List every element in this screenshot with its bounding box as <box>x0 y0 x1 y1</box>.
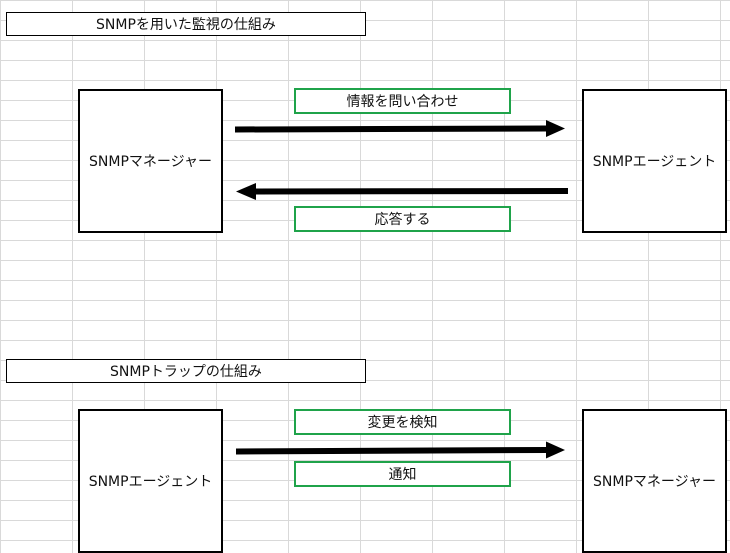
request-label: 情報を問い合わせ <box>294 88 511 114</box>
snmp-agent-node-2: SNMPエージェント <box>78 409 223 553</box>
snmp-agent-node: SNMPエージェント <box>582 89 727 233</box>
notify-arrow <box>235 441 565 459</box>
request-arrow <box>234 120 565 137</box>
detect-label: 変更を検知 <box>294 409 511 435</box>
snmp-agent-label: SNMPエージェント <box>592 154 717 170</box>
notify-label: 通知 <box>294 461 511 487</box>
section1-title: SNMPを用いた監視の仕組み <box>6 12 366 36</box>
snmp-manager-node: SNMPマネージャー <box>78 89 223 233</box>
section2-title: SNMPトラップの仕組み <box>6 359 366 383</box>
response-arrow <box>236 183 569 200</box>
snmp-manager-label-2: SNMPマネージャー <box>593 474 716 490</box>
snmp-manager-node-2: SNMPマネージャー <box>582 409 727 553</box>
snmp-agent-label-2: SNMPエージェント <box>88 474 213 490</box>
response-label: 応答する <box>294 206 511 232</box>
snmp-manager-label: SNMPマネージャー <box>89 154 212 170</box>
